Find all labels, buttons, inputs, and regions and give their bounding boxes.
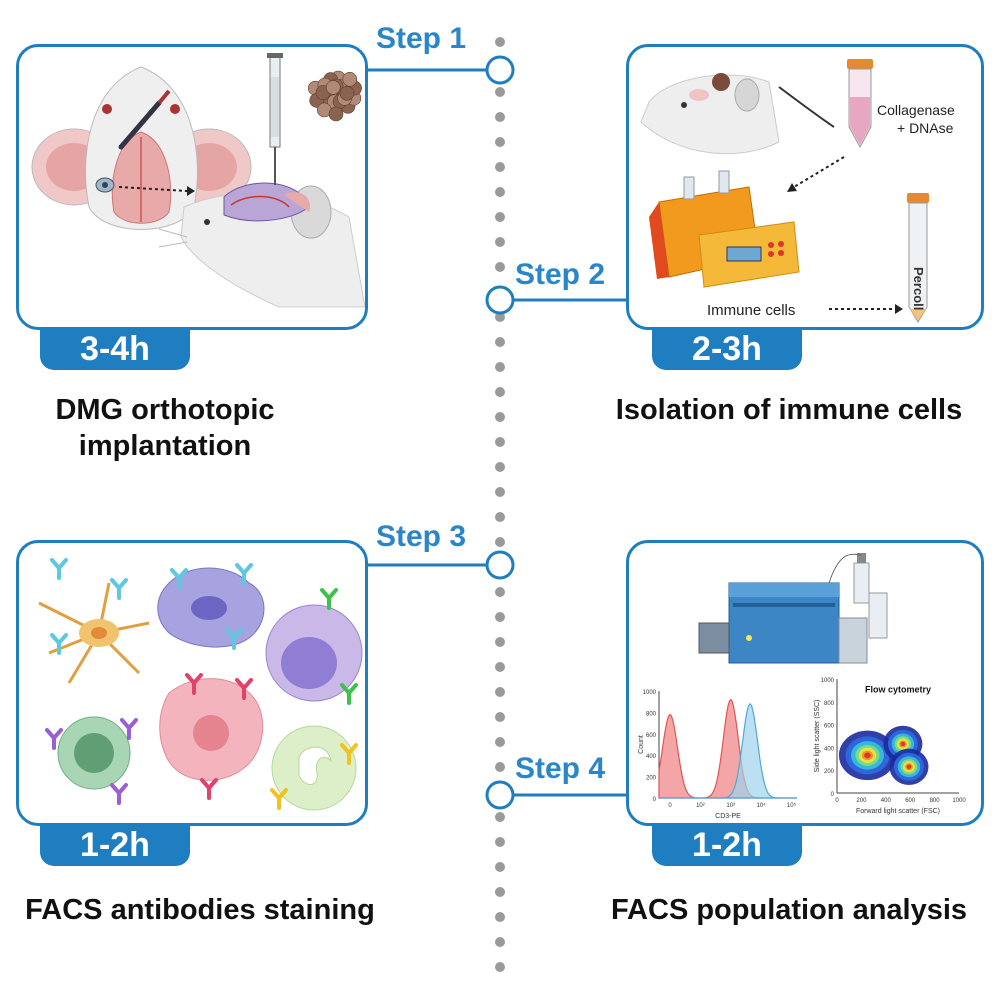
hist-series-0: [658, 698, 797, 799]
antibody-icon: [235, 678, 253, 700]
step-1-title-line2: implantation: [78, 430, 252, 462]
antibody-icon: [225, 628, 243, 650]
hist-x-tick: 0: [668, 803, 672, 809]
collagenase-label: Collagenase: [877, 102, 955, 118]
antibody-icon: [50, 633, 68, 655]
hist-y-tick: 400: [646, 754, 657, 760]
implantation-illustration: [31, 53, 365, 308]
step-4-duration: 1-2h: [652, 824, 802, 866]
step-2-panel: Collagenase + DNAse Percoll Immune cells: [626, 44, 984, 330]
antibody-icon: [45, 728, 63, 750]
scatter-y-label: Side light scatter (SSC): [814, 700, 821, 773]
hist-x-tick: 10²: [696, 803, 705, 809]
falcon-tube-icon: [907, 193, 929, 323]
step-3-panel: [16, 540, 368, 826]
flow-cytometer-icon: [698, 553, 888, 664]
scatter-y-tick: 400: [824, 746, 835, 752]
scatter-cluster-2: [889, 748, 929, 785]
step-2-title: Isolation of immune cells: [615, 394, 963, 426]
hist-series-1: [659, 702, 797, 799]
hist-y-tick: 600: [646, 733, 657, 739]
syringe-icon: [267, 53, 283, 185]
isolation-illustration: Collagenase + DNAse Percoll Immune cells: [640, 59, 955, 323]
step-4-panel: 0 200 400 600 800 1000 0 10² 10³ 10⁴ 10⁵ CD3-PE Coun…: [626, 540, 984, 826]
scatter-cluster-0: [838, 730, 897, 781]
step-4-label: Step 4: [515, 752, 606, 785]
antibody-staining-illustration: [38, 558, 363, 811]
scatter-x-tick: 200: [856, 798, 867, 804]
mouse-head-icon: [640, 73, 780, 155]
scatter-y-tick: 600: [824, 724, 835, 730]
step-3-duration: 1-2h: [40, 824, 190, 866]
scatter-x-label: Forward light scatter (FSC): [856, 808, 940, 815]
scatter-x-tick: 800: [930, 798, 941, 804]
scatter-y-tick: 0: [831, 792, 835, 798]
timeline-node-1: [485, 55, 515, 85]
scatter-y-tick: 800: [824, 701, 835, 707]
antibody-icon: [340, 743, 358, 765]
dnase-label: + DNAse: [897, 120, 954, 136]
mouse-side-icon: [158, 182, 365, 308]
timeline-node-3: [485, 550, 515, 580]
antibody-icon: [270, 788, 288, 810]
antibody-icon: [235, 563, 253, 585]
step-3-title: FACS antibodies staining: [25, 894, 375, 926]
step-4-title: FACS population analysis: [610, 894, 968, 926]
antibody-icon: [185, 673, 203, 695]
scatter-y-tick: 200: [824, 769, 835, 775]
antibody-icon: [50, 558, 68, 580]
antibody-icon: [110, 783, 128, 805]
scatter-x-tick: 0: [835, 798, 839, 804]
tumor-cells-icon: [307, 70, 362, 122]
hist-y-tick: 200: [646, 776, 657, 782]
step-2-duration: 2-3h: [652, 328, 802, 370]
step-1-title: DMG orthotopic implantation: [20, 392, 310, 464]
antibody-icon: [340, 683, 358, 705]
hist-y-label: Count: [638, 735, 645, 754]
mouse-head-icon: [31, 66, 252, 230]
hist-y-tick: 1000: [643, 690, 657, 696]
microglia-cell-icon: [38, 582, 150, 684]
antibody-icon: [120, 718, 138, 740]
scatter-x-tick: 600: [905, 798, 916, 804]
step-1-label: Step 1: [376, 22, 467, 55]
immune-cells-label: Immune cells: [707, 302, 795, 319]
scatter-y-tick: 1000: [821, 678, 835, 684]
antibody-icon: [170, 568, 188, 590]
falcon-tube-icon: [847, 59, 873, 149]
timeline-dotted-line: [485, 37, 515, 972]
timeline-node-2: [485, 285, 515, 315]
step-1-duration: 3-4h: [40, 328, 190, 370]
histogram-chart: 0 200 400 600 800 1000 0 10² 10³ 10⁴ 10⁵ CD3-PE Coun…: [638, 690, 797, 820]
tissue-dissociator-icon: [649, 170, 800, 288]
scalpel-icon: [118, 89, 171, 150]
hist-y-tick: 0: [653, 797, 657, 803]
scatter-title: Flow cytometry: [865, 685, 931, 695]
antibody-icon: [200, 778, 218, 800]
antibody-icon: [110, 578, 128, 600]
scatter-x-tick: 1000: [952, 798, 966, 804]
antibody-icon: [320, 588, 338, 610]
hist-x-tick: 10⁴: [756, 802, 766, 809]
hist-x-tick: 10³: [726, 803, 735, 809]
step-3-label: Step 3: [376, 520, 467, 553]
hist-y-tick: 800: [646, 711, 657, 717]
step-1-panel: [16, 44, 368, 330]
step-1-title-line1: DMG orthotopic: [55, 394, 275, 426]
hist-x-label: CD3-PE: [715, 813, 741, 820]
hist-x-tick: 10⁵: [787, 802, 797, 809]
facs-analysis-illustration: 0 200 400 600 800 1000 0 10² 10³ 10⁴ 10⁵ CD3-PE Coun…: [638, 553, 966, 820]
percoll-label: Percoll: [911, 267, 926, 310]
timeline-node-4: [485, 780, 515, 810]
step-2-label: Step 2: [515, 258, 606, 291]
scatter-x-tick: 400: [881, 798, 892, 804]
